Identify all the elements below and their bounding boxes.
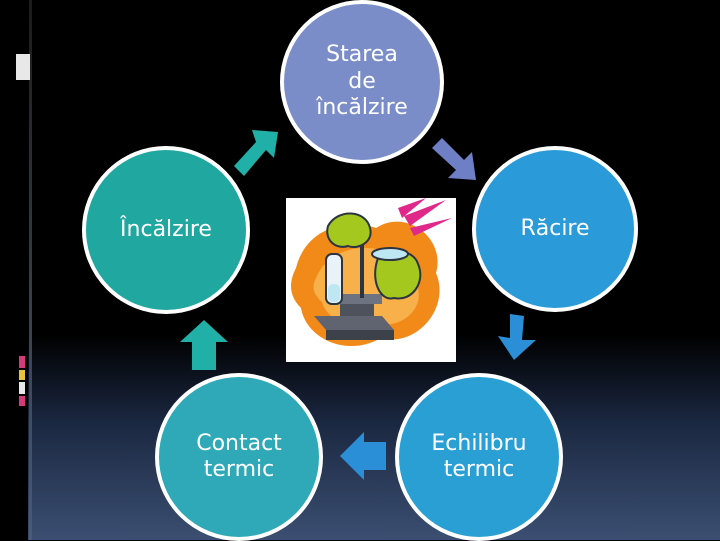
arrow-bottom-left-to-left <box>180 320 228 370</box>
decorative-stripe-pink-2 <box>19 396 25 406</box>
node-echilibru-termic: Echilibru termic <box>395 373 563 541</box>
decorative-stripe-white <box>19 382 25 394</box>
node-racire: Răcire <box>472 146 638 312</box>
decorative-square <box>16 54 30 80</box>
node-contact-termic: Contact termic <box>155 373 323 541</box>
arrow-right-to-bottom-right <box>498 314 536 360</box>
arrow-top-to-right <box>432 138 476 180</box>
arrow-left-to-top <box>234 130 278 176</box>
scientist-clipart-icon <box>291 198 452 347</box>
decorative-stripe-yellow <box>19 370 25 380</box>
left-panel <box>0 0 28 540</box>
center-clipart <box>286 198 456 362</box>
node-starea-de-incalzire: Starea de încălzire <box>280 0 444 164</box>
node-incalzire: Încălzire <box>82 146 250 314</box>
decorative-vertical-bar <box>29 0 32 540</box>
decorative-stripe-pink <box>19 356 25 368</box>
arrow-bottom-right-to-bottom-left <box>340 432 386 480</box>
